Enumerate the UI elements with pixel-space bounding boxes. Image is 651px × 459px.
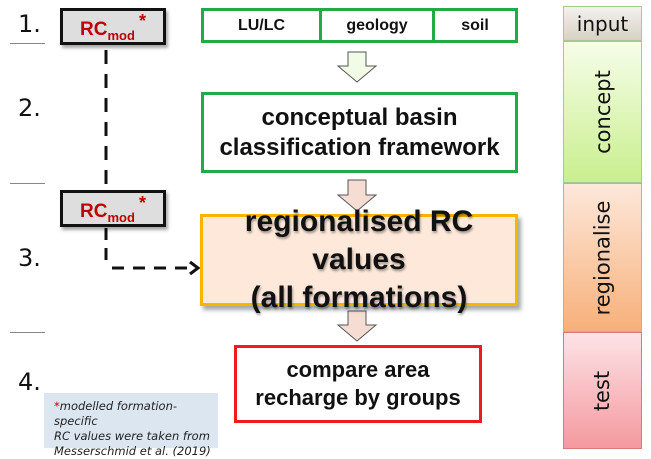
input-cell-soil: soil <box>432 11 515 40</box>
phase-regionalise: regionalise <box>563 183 642 332</box>
concept-line-1: conceptual basin <box>261 103 458 131</box>
step-separator <box>10 43 45 44</box>
rcmod-box-2: RCmod* <box>60 190 166 227</box>
footnote-box: *modelled formation-specific RC values w… <box>44 393 218 458</box>
rcmod-box-1: RCmod* <box>60 8 166 45</box>
footnote-line-3: Messerschmid et al. (2019) <box>54 444 211 458</box>
input-cell-geology: geology <box>319 11 432 40</box>
step-number-4: 4. <box>18 368 41 396</box>
input-row: LU/LC geology soil <box>201 8 518 43</box>
footnote-marker: * <box>138 192 146 213</box>
rcmod-base: RC <box>80 200 108 222</box>
step-separator <box>10 183 45 184</box>
concept-line-2: classification framework <box>219 133 500 161</box>
step-separator <box>10 332 45 333</box>
phase-regionalise-label: regionalise <box>590 200 615 315</box>
compare-line-1: compare area <box>286 357 430 382</box>
region-line-2: (all formations) <box>250 281 468 314</box>
footnote-marker: * <box>138 10 146 31</box>
input-cell-lulc: LU/LC <box>237 16 286 34</box>
regionalised-box: regionalised RC values (all formations) <box>200 205 518 314</box>
rcmod-subscript: mod <box>107 209 135 225</box>
phase-input: input <box>563 6 642 41</box>
down-arrow-icon-3 <box>336 310 378 342</box>
compare-box: compare area recharge by groups <box>234 345 482 423</box>
phase-input-label: input <box>576 11 629 36</box>
footnote-marker: * <box>54 399 60 413</box>
compare-line-2: recharge by groups <box>255 385 461 410</box>
footnote-line-1: *modelled formation-specific <box>54 399 212 429</box>
phase-test-label: test <box>590 370 615 411</box>
phase-test: test <box>563 332 642 449</box>
phase-concept: concept <box>563 41 642 183</box>
down-arrow-icon-1 <box>336 51 378 83</box>
phase-concept-label: concept <box>590 70 615 154</box>
rcmod-label: RCmod* <box>80 11 146 43</box>
footnote-text-1: modelled formation-specific <box>54 399 178 428</box>
arrowhead-icon <box>189 260 201 276</box>
down-arrow-icon-2 <box>336 179 378 212</box>
rcmod-subscript: mod <box>107 27 135 43</box>
footnote-line-2: RC values were taken from <box>54 429 210 443</box>
step-number-2: 2. <box>18 94 41 122</box>
concept-box: conceptual basin classification framewor… <box>201 92 518 173</box>
region-line-1: regionalised RC values <box>244 205 474 276</box>
step-number-3: 3. <box>18 244 41 272</box>
step-number-1: 1. <box>18 10 41 38</box>
rcmod-base: RC <box>80 18 108 40</box>
rcmod-label: RCmod* <box>80 193 146 225</box>
